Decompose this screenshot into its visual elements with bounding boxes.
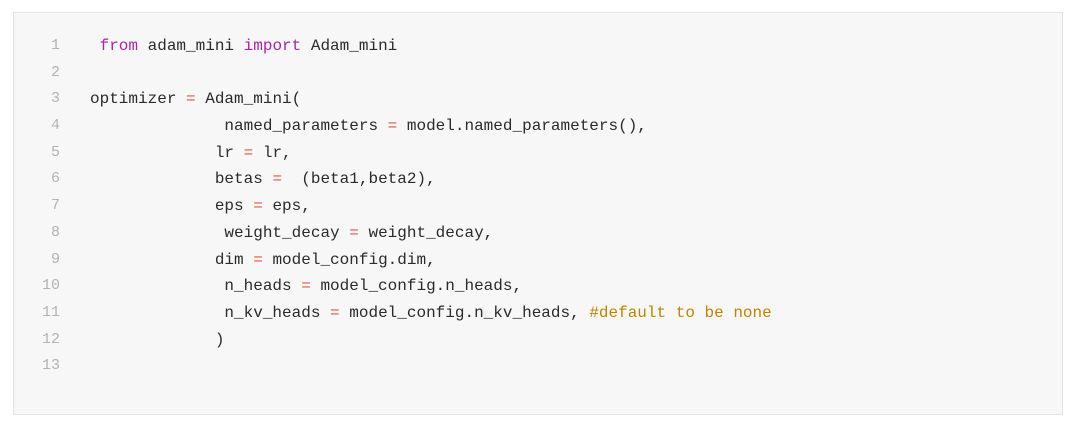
line-number: 6 <box>50 170 60 188</box>
operator-token: = <box>387 117 398 136</box>
code-line: 2 <box>14 60 1062 87</box>
line-number: 1 <box>50 37 60 54</box>
code-token: betas <box>90 170 273 189</box>
operator-token: = <box>186 90 196 109</box>
code-line: 1 from adam_mini import Adam_mini <box>14 33 1062 60</box>
code-token: lr <box>90 143 244 162</box>
code-line: 3 optimizer = Adam_mini( <box>14 86 1062 113</box>
code-token: model_config.n_kv_heads, <box>339 303 590 322</box>
operator-token: = <box>301 277 311 296</box>
code-token: eps <box>90 197 254 216</box>
operator-token: = <box>253 250 263 269</box>
code-token: (beta1,beta2), <box>282 170 436 189</box>
line-number: 7 <box>50 197 60 215</box>
line-number: 13 <box>41 357 60 375</box>
code-line: 9 dim = model_config.dim, <box>14 247 1062 274</box>
operator-token: = <box>272 170 283 189</box>
code-token: optimizer <box>90 90 187 109</box>
code-line: 11 n_kv_heads = model_config.n_kv_heads,… <box>14 300 1062 327</box>
line-number: 10 <box>41 277 60 295</box>
line-number: 12 <box>41 330 60 348</box>
code-lines: 1 from adam_mini import Adam_mini 2 3 optim… <box>14 33 1062 380</box>
code-line: 10 n_heads = model_config.n_heads, <box>14 273 1062 300</box>
code-line: 12 ) <box>14 327 1062 354</box>
line-number: 11 <box>41 303 60 321</box>
code-token: model_config.dim, <box>262 250 436 269</box>
line-number: 5 <box>50 143 60 161</box>
operator-token: = <box>243 143 254 162</box>
code-token: lr, <box>253 143 292 162</box>
line-number: 3 <box>50 90 60 108</box>
code-text: eps = eps, <box>90 193 311 220</box>
line-number: 2 <box>50 63 60 81</box>
code-text: n_heads = model_config.n_heads, <box>90 273 522 300</box>
line-number: 4 <box>50 117 60 135</box>
code-line: 8 weight_decay = weight_decay, <box>14 220 1062 247</box>
code-token: named_parameters <box>90 117 388 136</box>
code-line: 13 <box>14 353 1062 380</box>
code-text: from adam_mini import Adam_mini <box>90 33 398 60</box>
code-token: n_kv_heads <box>90 303 331 322</box>
operator-token: = <box>330 303 340 322</box>
code-text: lr = lr, <box>90 140 292 167</box>
operator-token: = <box>349 223 359 242</box>
code-token: n_heads <box>90 277 302 296</box>
code-text: weight_decay = weight_decay, <box>90 220 493 247</box>
code-text: n_kv_heads = model_config.n_kv_heads, #d… <box>90 300 772 327</box>
code-token: ) <box>90 330 225 349</box>
code-token: weight_decay <box>90 223 350 242</box>
code-token: weight_decay, <box>358 223 494 242</box>
keyword-token: import <box>243 37 302 55</box>
keyword-token: from <box>90 37 139 55</box>
code-token: Adam_mini <box>301 37 398 55</box>
code-text: named_parameters = model.named_parameter… <box>90 113 647 140</box>
comment-token: #default to be none <box>589 303 772 322</box>
code-token: eps, <box>262 197 311 216</box>
code-text: dim = model_config.dim, <box>90 247 436 274</box>
operator-token: = <box>253 197 263 216</box>
line-number: 8 <box>50 223 60 241</box>
code-text: betas = (beta1,beta2), <box>90 166 436 193</box>
code-line: 5 lr = lr, <box>14 140 1062 167</box>
code-text: optimizer = Adam_mini( <box>90 86 301 113</box>
code-token: dim <box>90 250 254 269</box>
code-line: 4 named_parameters = model.named_paramet… <box>14 113 1062 140</box>
code-token: model.named_parameters(), <box>397 117 647 136</box>
code-line: 7 eps = eps, <box>14 193 1062 220</box>
code-line: 6 betas = (beta1,beta2), <box>14 166 1062 193</box>
line-number: 9 <box>50 250 60 268</box>
code-block: 1 from adam_mini import Adam_mini 2 3 optim… <box>13 12 1063 415</box>
code-token: Adam_mini( <box>195 90 302 109</box>
code-text: ) <box>90 327 225 354</box>
code-token: adam_mini <box>138 37 244 55</box>
code-token: model_config.n_heads, <box>310 277 523 296</box>
